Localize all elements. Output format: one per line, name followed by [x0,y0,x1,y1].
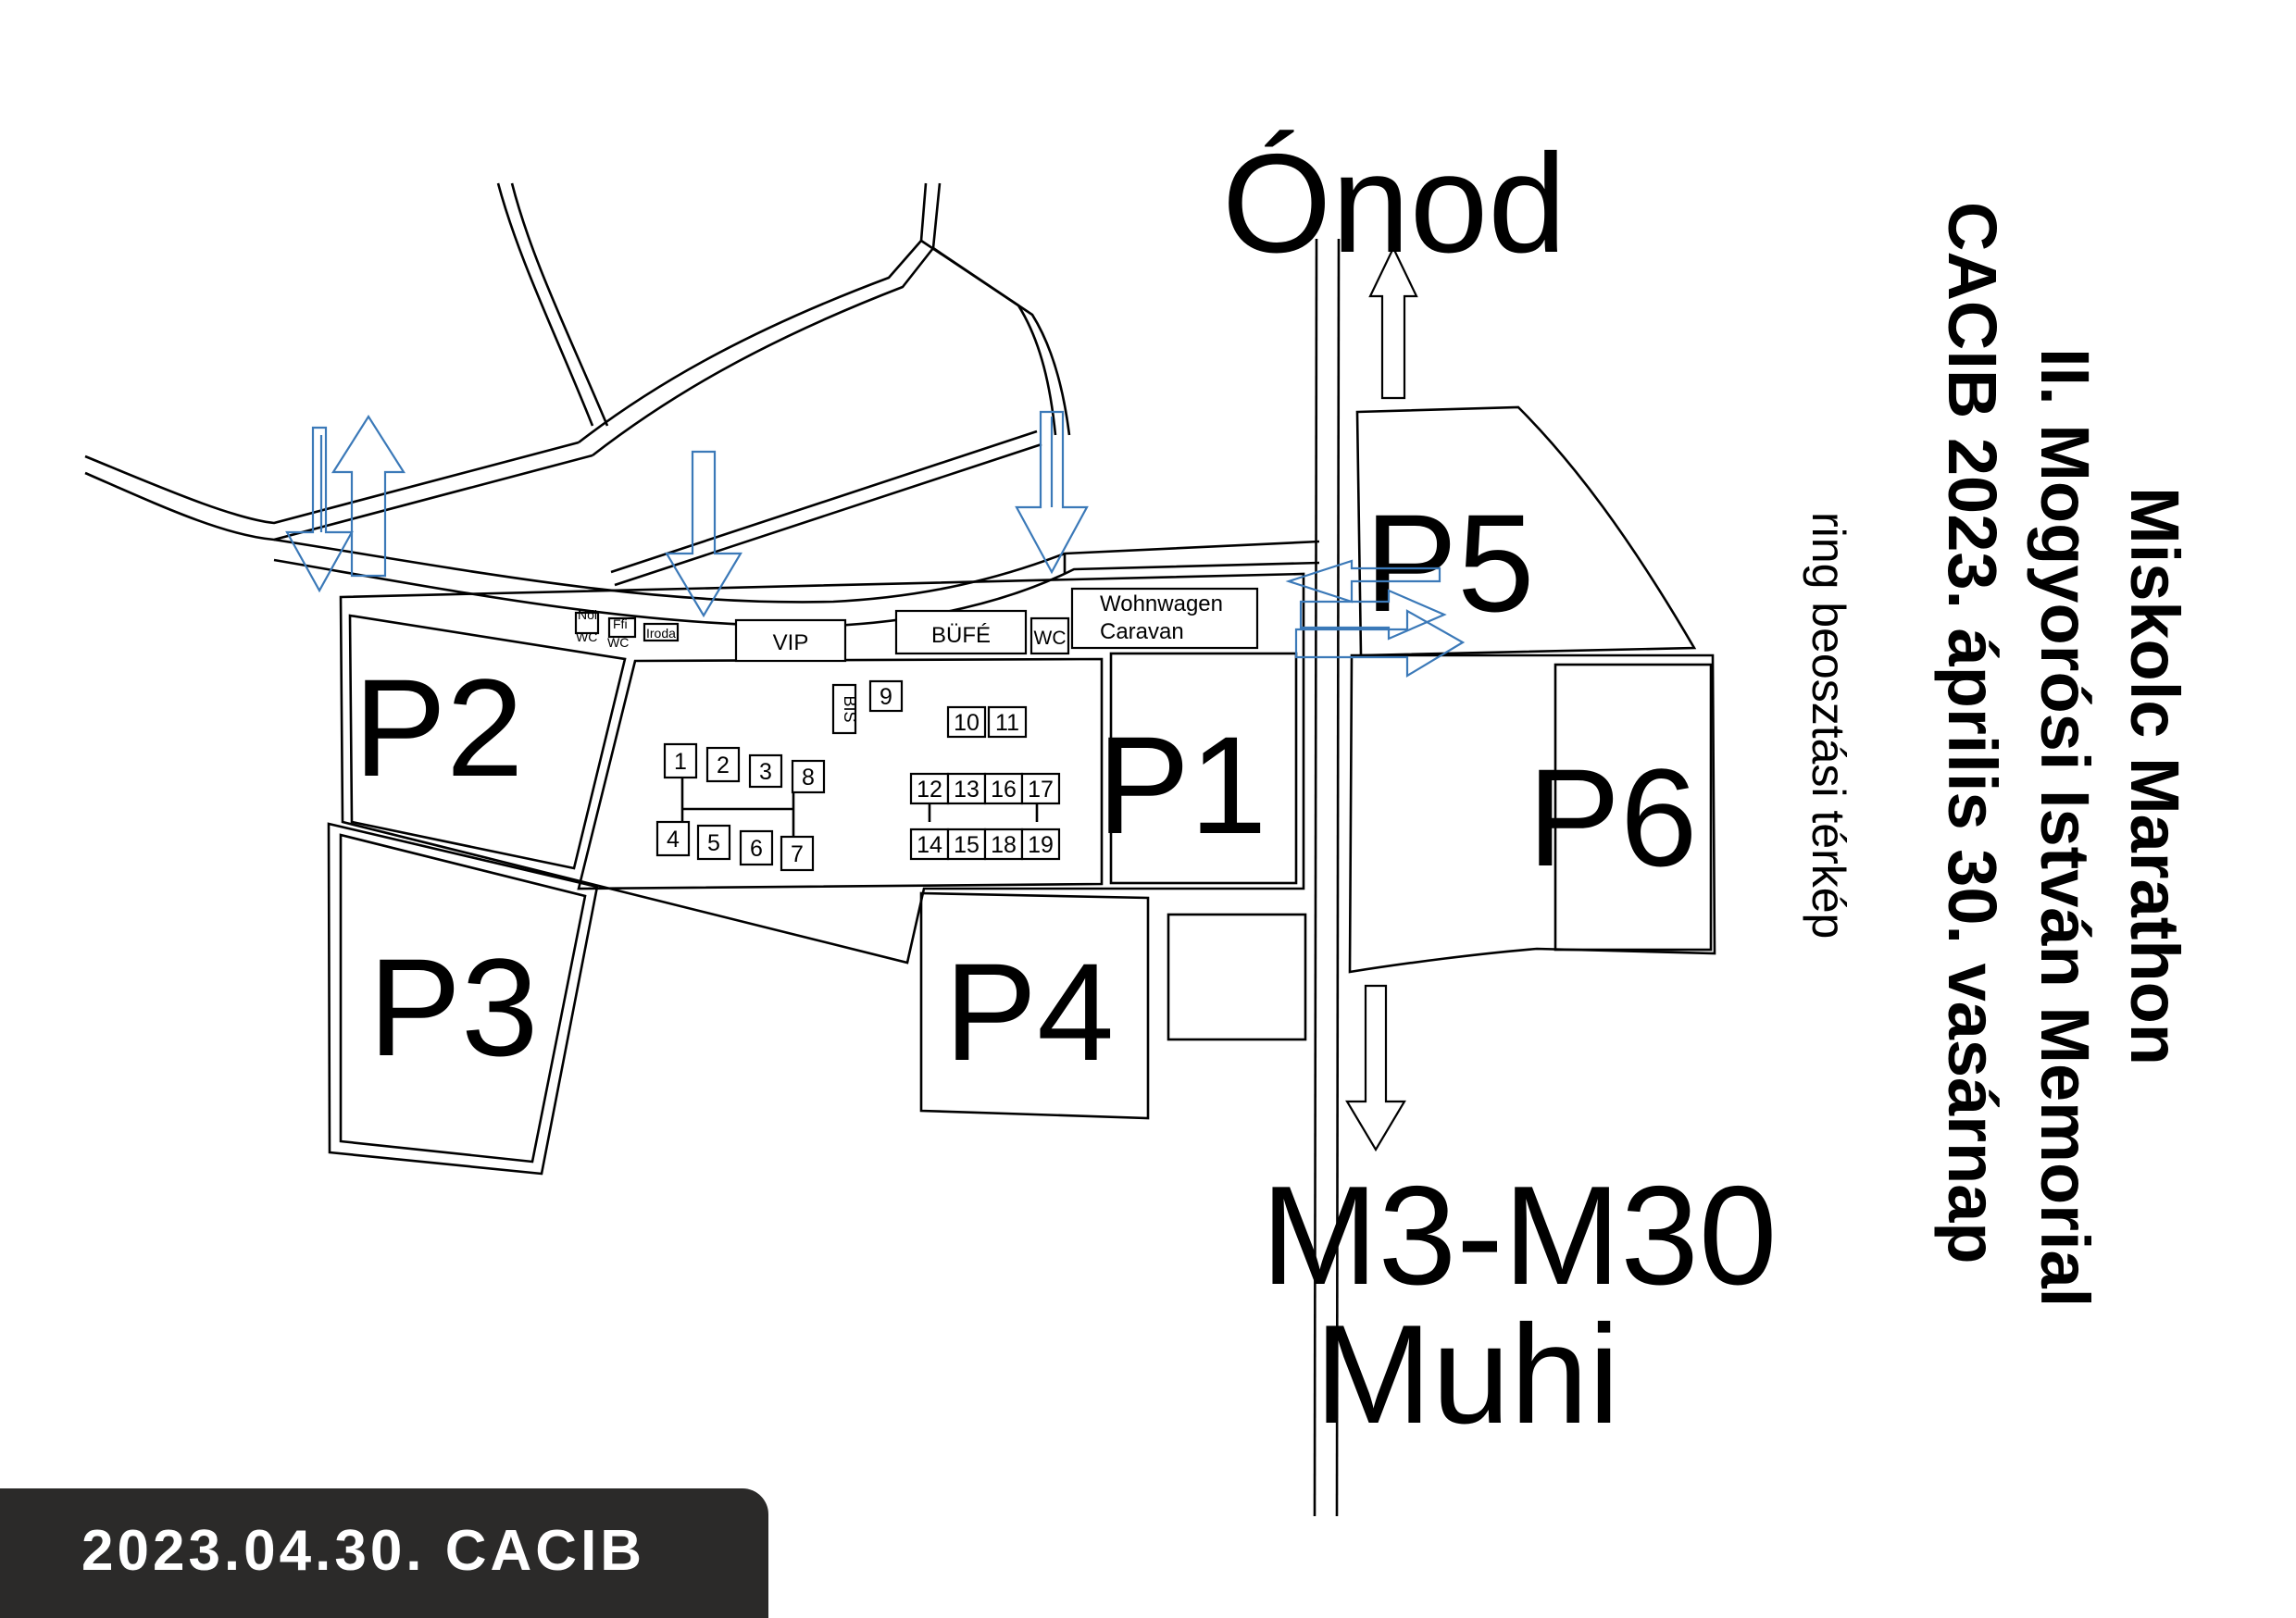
muhi-label: Muhi [1315,1296,1619,1453]
title-line-1: Miskolc Marathon [2116,487,2193,1065]
small-lot [1167,913,1307,1041]
title-line-4: ring beosztási térkép [1803,512,1854,939]
flow-arrow-down-icon [1015,410,1089,575]
parking-lot-p6 [1348,653,1716,974]
svg-text:6: 6 [750,836,763,862]
bufe-label: BÜFÉ [931,623,991,648]
south-arrow-icon [1345,984,1406,1152]
svg-text:12: 12 [917,777,942,803]
footer-banner: 2023.04.30. CACIB [0,1488,768,1618]
title-block: Miskolc Marathon II. Mogyorósi István Me… [1803,202,2193,1307]
svg-text:14: 14 [917,832,942,858]
roads [84,182,1320,628]
svg-text:1: 1 [674,749,687,775]
parking-lot-p4 [919,891,1150,1120]
svg-text:7: 7 [791,841,804,867]
ring-19: 19 [1020,828,1061,861]
svg-text:5: 5 [707,830,720,856]
parking-lot-p2 [348,614,627,870]
footer-label: 2023.04.30. CACIB [81,1519,646,1583]
svg-text:11: 11 [995,710,1019,736]
destinations: Ónod M3-M30 Muhi [1222,125,1777,1453]
p5-label: P5 [1365,485,1534,641]
bufe-box [894,609,1028,655]
ring-16: 16 [983,772,1024,805]
svg-text:19: 19 [1028,832,1054,858]
caravan-label: Caravan [1100,619,1184,644]
ring-9: 9 [868,679,904,713]
ffi-wc-label: WC [607,635,629,650]
svg-text:9: 9 [880,684,892,710]
ring-12: 12 [909,772,950,805]
p2-label: P2 [354,650,523,805]
bis-box [831,683,857,735]
ring-3: 3 [748,753,783,789]
ring-7: 7 [780,835,815,872]
ring-6: 6 [739,829,774,866]
iroda-box [643,622,680,642]
flow-arrow-right-icon [1294,609,1466,678]
ring-2: 2 [705,746,741,783]
svg-text:15: 15 [954,832,980,858]
parking-lot-p3 [327,822,599,1176]
noi-wc-label: WC [576,629,597,644]
vip-box [734,618,847,663]
flow-arrow-left-icon [1285,559,1441,604]
svg-text:17: 17 [1028,777,1054,803]
onod-label: Ónod [1222,125,1566,282]
ring-14: 14 [909,828,950,861]
noi-wc-box [574,611,600,635]
ring-4: 4 [655,820,691,857]
svg-text:2: 2 [717,753,730,778]
title-line-3: CACIB 2023. április 30. vasárnap [1934,202,2011,1264]
svg-text:3: 3 [759,759,772,785]
parking-lots [327,405,1716,1176]
main-road [1313,238,1341,1517]
caravan-box [1070,587,1259,650]
svg-text:13: 13 [954,777,980,803]
title-line-2: II. Mogyorósi István Memorial [2027,348,2103,1307]
p4-label: P4 [944,934,1114,1089]
svg-text:4: 4 [667,827,680,853]
vip-label: VIP [773,630,809,655]
ffi-label: Ffi [613,616,628,631]
bis-label: BIS [841,695,859,722]
svg-text:16: 16 [991,777,1017,803]
wc-label: WC [1034,628,1067,649]
flow-arrow-right-icon [1299,589,1447,641]
svg-text:10: 10 [954,710,980,736]
ring-1: 1 [663,742,698,779]
parking-lot-p1 [1109,652,1298,885]
noi-label: Női [578,607,597,622]
show-ground [577,657,1104,890]
m3-m30-label: M3-M30 [1261,1157,1777,1314]
flow-arrow-down-icon [285,426,354,593]
ring-10: 10 [946,705,987,739]
p6-label: P6 [1528,740,1697,895]
ring-8: 8 [791,759,826,794]
svg-text:8: 8 [802,765,815,790]
iroda-label: Iroda [646,626,676,641]
ring-17: 17 [1020,772,1061,805]
parking-lot-p5 [1355,405,1697,657]
ring-18: 18 [983,828,1024,861]
ring-15: 15 [946,828,987,861]
ring-13: 13 [946,772,987,805]
rings: 1 2 3 8 4 5 6 7 9 10 11 12 13 16 17 14 1… [655,679,1061,872]
svg-text:18: 18 [991,832,1017,858]
traffic-flow-arrows [285,410,1466,678]
p3-label: P3 [368,929,538,1085]
flow-arrow-down-icon [665,450,742,618]
facilities: VIP BÜFÉ WC Wohnwagen Caravan Női WC Ffi… [574,587,1259,735]
flow-arrow-up-icon [331,414,406,578]
p1-label: P1 [1097,707,1267,863]
ring-11: 11 [987,705,1028,739]
parking-labels: P2 P1 P3 P4 P5 P6 [354,485,1697,1089]
ffi-wc-box [607,616,637,639]
ring-5: 5 [696,824,731,861]
north-arrow-icon [1368,245,1418,400]
wc-box [1029,616,1070,655]
wohnwagen-label: Wohnwagen [1100,591,1223,616]
